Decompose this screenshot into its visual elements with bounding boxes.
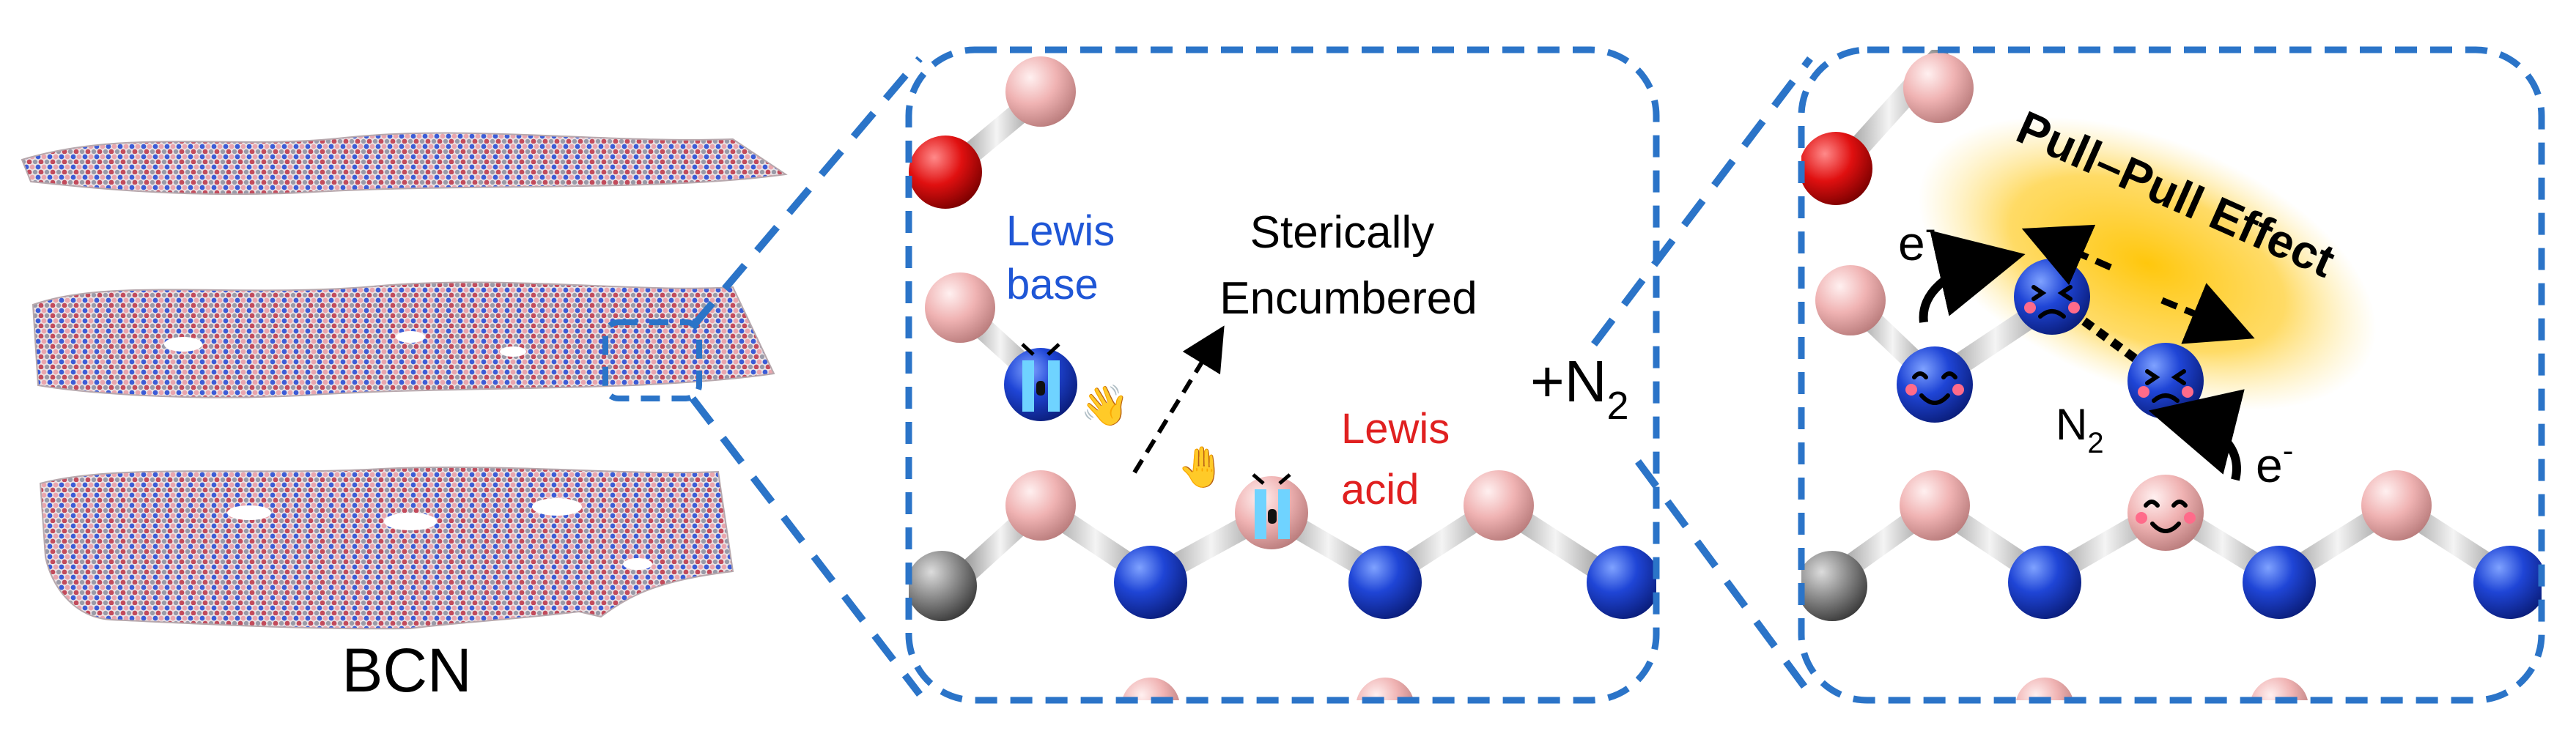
nitrogen-atom (2008, 546, 2081, 619)
right-molecular-structure: Pull–Pull Effect e- e- N2 (1801, 50, 2542, 700)
boron-atom (925, 272, 995, 343)
electron-label-left: e- (1898, 211, 1935, 270)
boron-atom (1005, 56, 1076, 127)
oxygen-atom (909, 136, 982, 209)
boron-atom (1464, 470, 1534, 541)
carbon-atom (1801, 551, 1867, 621)
lewis-base-label: Lewis base (1006, 207, 1126, 308)
plus-n2-label: +N2 (1530, 349, 1629, 428)
n2-label: N2 (2056, 400, 2104, 459)
oxygen-atom (1801, 132, 1872, 205)
nitrogen-atom (2473, 546, 2542, 619)
bcn-sheet-top (21, 132, 788, 196)
bcn-label: BCN (342, 636, 471, 705)
boron-atom (2361, 470, 2432, 541)
boron-atom (1121, 678, 1180, 700)
lewis-acid-crying-face: 🤚 (1177, 445, 1291, 539)
happy-face-lewis-acid (2136, 500, 2196, 533)
nitrogen-atom (1114, 546, 1187, 619)
electron-arrow-left (1919, 230, 2026, 323)
boron-atom (1900, 470, 1970, 541)
waving-hand-icon: 👋 (1080, 384, 1129, 429)
electron-arrow-right (2148, 389, 2245, 481)
boron-atom (2015, 678, 2074, 700)
zoom-connector-lines (690, 56, 1814, 697)
steric-arrow (1132, 325, 1225, 474)
bcn-sheet-middle-holes (164, 331, 526, 357)
nitrogen-atom-lewis-base (1897, 346, 1973, 423)
boron-atom (1005, 470, 1076, 541)
reaching-hand-icon: 🤚 (1177, 445, 1226, 489)
boron-atom (1356, 678, 1414, 700)
boron-atom-lewis-acid (2127, 475, 2204, 551)
sad-face-n2-1 (2024, 285, 2080, 319)
boron-atom (2250, 678, 2309, 700)
n2-nitrogen-atom-2 (2127, 343, 2204, 419)
nitrogen-atom (2243, 546, 2316, 619)
nitrogen-atom (1348, 546, 1422, 619)
carbon-atom (909, 551, 977, 621)
happy-face-lewis-base (1905, 371, 1964, 405)
nitrogen-atom (1587, 546, 1656, 619)
bcn-nanosheets (21, 132, 788, 630)
electron-label-right: e- (2256, 433, 2293, 492)
pull-arrows (2021, 224, 2255, 344)
middle-panel: 👋 🤚 Lewis base Sterically Encumbered (905, 46, 1660, 704)
pull-pull-glow (1918, 116, 2377, 411)
right-panel-frame (1798, 46, 2545, 704)
lewis-base-crying-face: 👋 (1021, 343, 1130, 429)
right-panel: Pull–Pull Effect e- e- N2 (1798, 46, 2545, 704)
bcn-sheet-bottom-holes (227, 498, 652, 570)
lewis-acid-label: Lewis acid (1341, 405, 1461, 513)
boron-atom (1903, 53, 1974, 123)
n2-nitrogen-atom-1 (2014, 259, 2090, 335)
boron-atom (1815, 265, 1886, 335)
sterically-encumbered-label: Sterically Encumbered (1219, 207, 1477, 324)
bcn-sheet-bottom (39, 466, 734, 630)
middle-molecular-structure: 👋 🤚 Lewis base Sterically Encumbered (909, 50, 1656, 700)
zoom-selection-box (602, 319, 702, 401)
